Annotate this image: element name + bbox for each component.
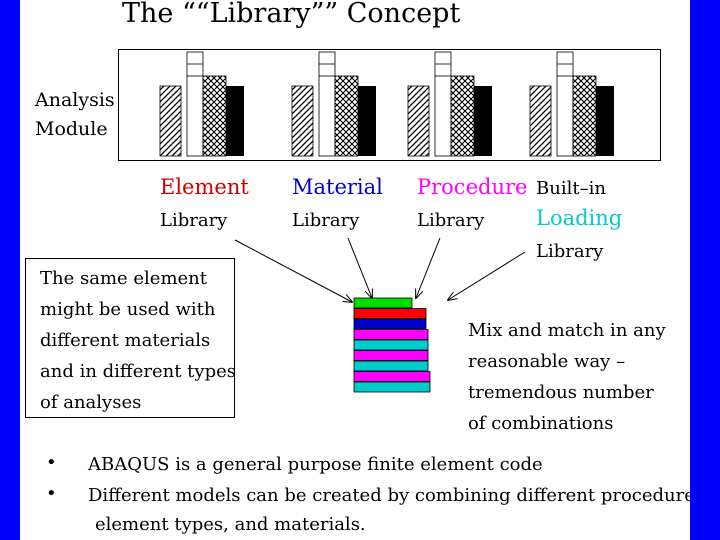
arrow-material <box>347 237 372 298</box>
slide: The ““Library”” Concept Analysis Module … <box>20 0 690 540</box>
module-label-line1: Analysis <box>35 89 115 111</box>
mix-and-match-text: Mix and match in any reasonable way – tr… <box>468 315 666 439</box>
callout-line: and in different types <box>40 361 236 382</box>
callout-line: might be used with <box>40 299 216 320</box>
arrow-procedure <box>416 237 441 298</box>
analysis-module-box <box>118 49 661 161</box>
stack-layer <box>353 339 429 351</box>
callout-line: of analyses <box>40 392 142 413</box>
diagram-canvas <box>159 51 614 393</box>
callout-line: different materials <box>40 330 211 351</box>
callout-box: The same element might be used with diff… <box>25 258 236 418</box>
procedure-library-sub: Library <box>417 210 485 231</box>
library-column-1 <box>159 51 244 157</box>
page-title: The ““Library”” Concept <box>122 0 461 29</box>
bullet-1-text: ABAQUS is a general purpose finite eleme… <box>88 454 543 475</box>
stack-layer <box>353 381 431 393</box>
procedure-library-name: Procedure <box>417 175 528 199</box>
bullet-2-glyph: • <box>46 483 57 504</box>
stack-layer <box>353 318 427 330</box>
element-library-name: Element <box>160 175 249 199</box>
stack-layer <box>353 360 429 372</box>
library-column-3 <box>407 51 492 157</box>
mix-line: tremendous number <box>468 382 654 403</box>
bullet-1-glyph: • <box>46 452 57 473</box>
mix-line: of combinations <box>468 413 614 434</box>
stack-layer <box>353 329 429 340</box>
stack-layer <box>353 297 413 309</box>
mix-line: reasonable way – <box>468 351 626 372</box>
loading-library-sub: Library <box>536 241 604 262</box>
library-column-2 <box>291 51 376 157</box>
analysis-module-label: Analysis Module <box>35 86 115 144</box>
callout-line: The same element <box>40 268 207 289</box>
library-column-4 <box>529 51 614 157</box>
element-library-sub: Library <box>160 210 228 231</box>
stack-layer <box>353 350 429 361</box>
loading-library-prefix: Built–in <box>536 178 606 199</box>
bullet-2-text: Different models can be created by combi… <box>88 485 690 506</box>
bullet-2-continuation: element types, and materials. <box>95 514 366 535</box>
material-library-sub: Library <box>292 210 360 231</box>
loading-library-name: Loading <box>536 206 623 230</box>
stack-layer <box>353 371 431 382</box>
mix-line: Mix and match in any <box>468 320 666 341</box>
stack-layer <box>353 308 427 319</box>
arrow-loading <box>448 251 526 300</box>
combination-stack <box>353 297 431 393</box>
material-library-name: Material <box>292 175 383 199</box>
arrow-element <box>234 239 352 302</box>
module-label-line2: Module <box>35 118 108 140</box>
